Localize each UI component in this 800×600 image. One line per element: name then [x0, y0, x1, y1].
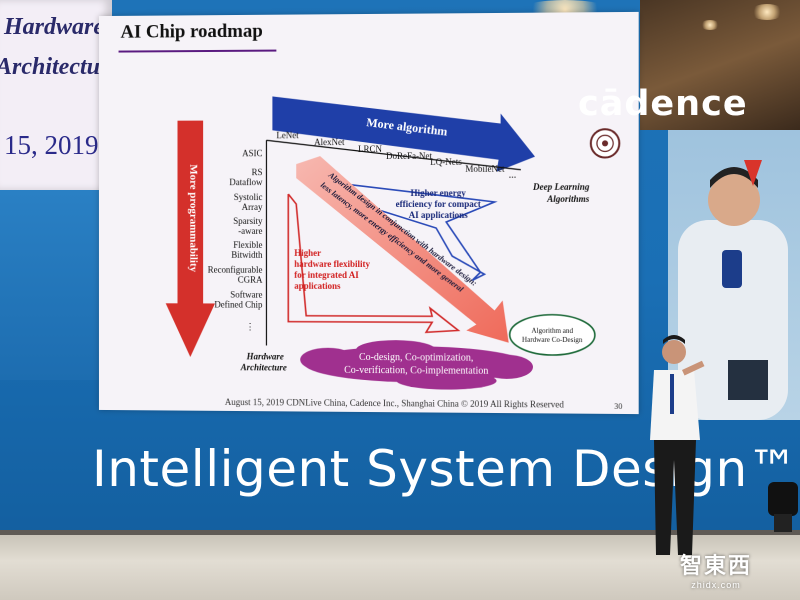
- network-label: LQ-Nets: [430, 157, 462, 167]
- watermark-logo: 智東西 zhidx.com: [680, 548, 752, 590]
- architecture-label: Flexible: [233, 240, 262, 250]
- flexibility-text: for integrated AI: [294, 270, 359, 280]
- ellipse-text: Algorithm and: [531, 327, 573, 335]
- left-slide-date: 15, 2019: [4, 130, 99, 160]
- stage-edge: [0, 530, 800, 538]
- programmability-label: More programmability: [187, 164, 199, 272]
- energy-text: Higher energy: [411, 188, 467, 198]
- architecture-label: Array: [242, 202, 263, 212]
- architecture-label: Systolic: [234, 192, 263, 202]
- stage-light-fixture: [768, 482, 798, 532]
- architecture-label: CGRA: [238, 275, 263, 285]
- network-label: LRCN: [358, 144, 383, 154]
- watermark-cn: 智東西: [680, 553, 753, 578]
- left-screen-panel: [0, 190, 112, 380]
- network-label: ...: [509, 170, 517, 181]
- architecture-label: -aware: [238, 226, 262, 236]
- codesign-cloud: [300, 339, 533, 390]
- roadmap-diagram: More algorithm More programmability LeNe…: [165, 95, 639, 390]
- slide-page-number: 30: [614, 401, 623, 411]
- flexibility-text: Higher: [294, 248, 321, 258]
- network-label: AlexNet: [314, 137, 345, 147]
- network-label: LeNet: [276, 130, 299, 140]
- architecture-label: RS: [252, 167, 263, 177]
- flexibility-text: applications: [294, 281, 341, 291]
- speaker-closeup-figure: [678, 167, 788, 420]
- venue-ceiling-right: [640, 0, 800, 130]
- network-label: DoReFa-Net: [386, 151, 433, 161]
- architecture-label: Dataflow: [229, 177, 263, 187]
- ai-chip-roadmap-slide: AI Chip roadmap More algorithm More prog…: [98, 11, 639, 415]
- energy-text: efficiency for compact: [396, 199, 481, 209]
- deep-learning-label: Algorithms: [546, 194, 590, 204]
- left-partial-slide: Hardware Architecture 15, 2019: [0, 0, 120, 190]
- algorithm-arrow: [272, 95, 535, 173]
- watermark-en: zhidx.com: [691, 580, 741, 590]
- programmability-arrow: [165, 120, 215, 358]
- codesign-text: Co-verification, Co-implementation: [344, 365, 488, 377]
- algorithm-hardware-ellipse: [510, 315, 595, 356]
- architecture-label: ⋮: [246, 321, 255, 331]
- deep-learning-label: Deep Learning: [532, 182, 590, 192]
- speaker-video-screen: [668, 130, 800, 420]
- ellipse-text: Hardware Co-Design: [522, 336, 583, 344]
- energy-text: AI applications: [409, 210, 469, 220]
- ceiling-light: [700, 20, 720, 30]
- architecture-label: Software: [230, 290, 262, 300]
- hardware-architecture-label: Architecture: [240, 362, 287, 372]
- brand-logo: cādence: [578, 84, 748, 124]
- ceiling-light: [750, 4, 784, 20]
- university-seal-logo: [591, 129, 620, 157]
- network-label: MobileNet: [465, 164, 505, 174]
- flexibility-text: hardware flexibility: [294, 259, 370, 269]
- architecture-label: Reconfigurable: [208, 265, 263, 275]
- architecture-label: ASIC: [242, 148, 262, 158]
- hardware-architecture-label: Hardware: [246, 351, 284, 361]
- codesign-diagonal-arrow: [296, 155, 509, 343]
- left-slide-line1: Hardware: [4, 14, 105, 40]
- architecture-label: Defined Chip: [214, 299, 263, 309]
- red-arrow-decoration: [744, 160, 762, 186]
- architecture-label: Bitwidth: [231, 250, 263, 260]
- presenter-figure: [650, 335, 705, 555]
- codesign-text: Co-design, Co-optimization,: [359, 352, 473, 364]
- architecture-label: Sparsity: [233, 216, 263, 226]
